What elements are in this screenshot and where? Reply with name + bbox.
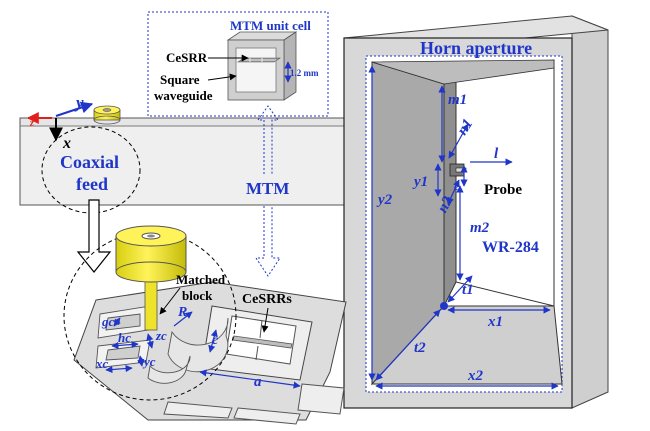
hc-label: hc <box>118 330 131 345</box>
R-label: R <box>177 305 187 320</box>
l-label: l <box>494 146 499 162</box>
axis-x-label: x <box>62 135 71 152</box>
coordinate-axes: z y x <box>26 93 94 152</box>
probe-label: Probe <box>484 182 522 198</box>
t2-label: t2 <box>414 340 426 356</box>
m2-label: m2 <box>470 220 490 236</box>
zoom-arrow-down <box>76 199 112 273</box>
yc-label: yc <box>142 354 156 369</box>
m1-label: m1 <box>448 92 467 108</box>
coaxial-label: Coaxial <box>60 152 119 172</box>
mtm-arrow-up <box>257 105 279 174</box>
x1-label: x1 <box>487 314 503 330</box>
xc-label: xc <box>95 356 109 371</box>
y2-label: y2 <box>376 192 393 208</box>
gc-label: gc <box>101 314 115 329</box>
horn-dimensions <box>368 65 559 390</box>
axis-z-label: z <box>29 118 34 129</box>
unit-cell-box <box>226 31 298 101</box>
matched-label: Matched <box>176 272 226 287</box>
mtm-arrow-down <box>255 206 281 277</box>
cesrr-label: CeSRR <box>166 50 208 65</box>
square-label: Square <box>160 72 200 87</box>
axis-y-label: y <box>74 93 84 112</box>
horn-antenna <box>343 15 609 409</box>
mtm-unit-cell-title: MTM unit cell <box>230 18 311 33</box>
strip-dimension-labels: gc R hc zc xc yc c a <box>95 305 262 390</box>
waveguide-label: waveguide <box>154 88 213 103</box>
horn-aperture-label: Horn aperture <box>420 38 532 58</box>
e-label: e <box>454 179 460 193</box>
x2-label: x2 <box>467 368 484 384</box>
feed-label: feed <box>76 174 108 194</box>
horn-dimension-labels: m1 n1 y1 e l y2 n2 m2 t1 x1 t2 x2 <box>376 92 503 384</box>
wr284-label: WR-284 <box>482 239 539 256</box>
mtm-unit-cell-inset <box>147 11 329 117</box>
c-label: c <box>212 333 219 348</box>
y1-label: y1 <box>412 174 428 190</box>
t1-label: t1 <box>462 282 474 298</box>
cesrrs-label: CeSRRs <box>242 292 292 307</box>
zc-label: zc <box>155 328 167 343</box>
mtm-label: MTM <box>246 179 289 198</box>
n2-label: n2 <box>435 194 457 216</box>
n1-label: n1 <box>455 116 477 138</box>
strip-dimensions <box>105 311 301 389</box>
coaxial-connector-large <box>115 225 187 331</box>
a-label: a <box>254 374 262 390</box>
dim-1-2mm-label: 1.2 mm <box>290 68 319 78</box>
coaxial-connector-small <box>93 105 121 125</box>
block-label: block <box>182 288 213 303</box>
